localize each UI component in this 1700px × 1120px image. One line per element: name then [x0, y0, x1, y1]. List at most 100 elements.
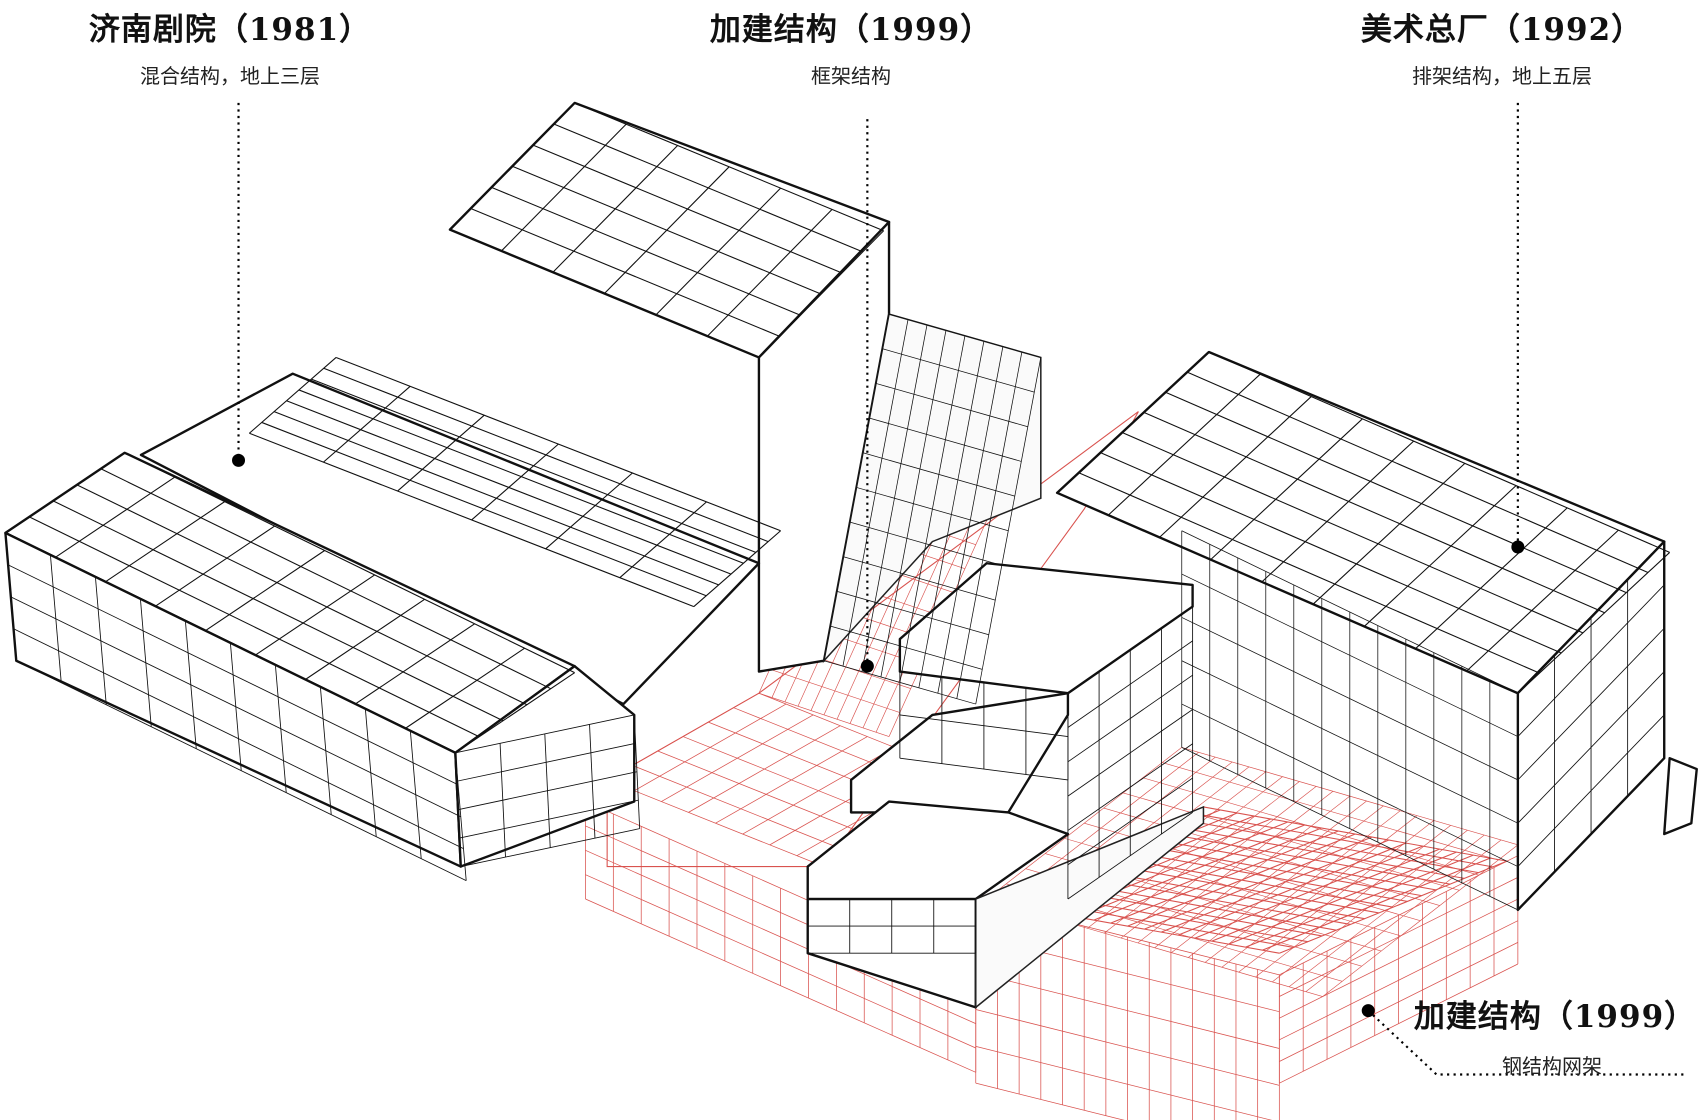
- red-facade-grid: [1279, 877, 1519, 997]
- steel-space-truss-grid: [1262, 857, 1491, 951]
- jinan-theater-roof-grid: [29, 516, 480, 738]
- frame-addition-grid: [823, 660, 976, 705]
- art-factory-roof-grid: [1312, 462, 1466, 605]
- frame-addition-grid: [888, 313, 1041, 358]
- art-factory-floor-lines: [1181, 573, 1519, 737]
- art-factory-roof-grid: [1056, 492, 1519, 694]
- jinan-theater-roof-grid: [55, 476, 175, 558]
- steel-space-truss-grid: [1279, 860, 1508, 954]
- theater-roof-ribs: [311, 378, 757, 553]
- frame-addition-grid: [856, 487, 1009, 532]
- steel-space-truss-grid: [1194, 845, 1423, 939]
- frame-addition-grid: [875, 383, 1028, 428]
- theater-roof-ribs: [323, 367, 769, 543]
- steel-space-truss-grid: [1076, 824, 1305, 918]
- frame-block-grid: [1067, 709, 1193, 797]
- theater-roof-ribs: [471, 443, 559, 521]
- jinan-theater-roof-grid: [155, 525, 275, 607]
- art-factory-roof-grid: [1186, 371, 1649, 574]
- frame-block-grid: [1067, 606, 1193, 694]
- theater-roof-ribs: [323, 385, 411, 463]
- frame-addition-grid: [836, 591, 989, 636]
- jinan-theater-roof-grid: [100, 468, 552, 690]
- art-factory-floor-lines: [1181, 530, 1519, 694]
- frame-block-grid: [1067, 743, 1193, 831]
- theater-roof-ribs: [249, 432, 695, 608]
- red-roof-grid: [758, 692, 890, 737]
- art-factory-roof-grid: [1517, 552, 1671, 694]
- red-facade-grid: [585, 898, 976, 1073]
- frame-addition-grid: [862, 452, 1015, 497]
- annotation-leaders: [232, 102, 1686, 1076]
- art-factory-floor-lines: [1181, 747, 1519, 911]
- art-factory-roof-grid: [1261, 440, 1415, 583]
- jinan-theater-facade-grid: [460, 828, 640, 867]
- art-factory-facade-grid: [1517, 627, 1665, 781]
- frame-block-grid: [899, 714, 1068, 737]
- theater-roof-ribs: [693, 530, 781, 607]
- jinan-theater-roof-grid: [455, 672, 575, 754]
- label-frame-addition-title: 加建结构（1999）: [709, 12, 993, 48]
- theater-roof-ribs: [261, 421, 707, 597]
- label-frame-addition-subtitle: 框架结构: [811, 64, 891, 88]
- art-factory-facade-grid: [1517, 757, 1665, 911]
- jinan-theater-roof-grid: [76, 484, 528, 706]
- red-facade-grid: [585, 849, 976, 1024]
- steel-space-truss-grid: [1110, 830, 1339, 924]
- jinan-theater-facade-grid: [457, 771, 638, 811]
- red-facade-grid: [1279, 898, 1519, 1019]
- frame-block-grid: [1067, 777, 1193, 866]
- jinan-theater-facade-grid: [459, 799, 639, 839]
- frame-block-grid: [899, 757, 1068, 781]
- frame-block-grid: [899, 671, 1068, 694]
- steel-space-truss-grid: [1161, 839, 1390, 933]
- steel-space-truss-grid: [1177, 842, 1407, 936]
- structural-grid-lines: [4, 102, 1671, 954]
- tall-block-roof-grid: [512, 165, 822, 295]
- theater-roof-ribs: [286, 400, 732, 575]
- art-factory-roof-grid: [1143, 411, 1605, 614]
- red-frame-grid: [632, 765, 850, 853]
- jinan-theater-facade-grid: [7, 564, 459, 786]
- tall-block-roof-grid: [553, 123, 864, 253]
- red-frame-grid: [657, 750, 875, 839]
- tall-block-roof-grid: [532, 144, 843, 274]
- art-factory-facade-grid: [1517, 671, 1665, 824]
- red-facade-grid: [1279, 920, 1519, 1041]
- theater-roof-ribs: [273, 411, 719, 586]
- red-facade-grid: [585, 874, 976, 1049]
- jinan-theater-facade-grid: [13, 628, 464, 850]
- art-factory-annex: [1663, 757, 1698, 836]
- red-facade-grid: [975, 1045, 1273, 1120]
- red-roof-grid: [769, 668, 900, 713]
- art-factory-roof-grid: [1208, 351, 1670, 553]
- theater-roof-ribs: [545, 472, 633, 550]
- jinan-theater-roof-grid: [255, 574, 375, 656]
- tall-block-roof-grid: [491, 186, 801, 316]
- art-factory-roof-grid: [1056, 351, 1210, 494]
- jinan-theater-roof-grid: [355, 623, 475, 705]
- theater-roof-ribs: [397, 414, 485, 492]
- frame-addition-grid: [849, 521, 1002, 566]
- label-art-factory-title: 美术总厂（1992）: [1360, 12, 1644, 48]
- red-facade-grid: [1279, 963, 1519, 1084]
- jinan-theater-roof-grid: [105, 501, 225, 583]
- label-art-factory-subtitle: 排架结构，地上五层: [1412, 64, 1592, 88]
- steel-space-truss-grid: [1245, 854, 1474, 948]
- leader-dot-steel-truss: [1361, 1004, 1375, 1018]
- art-factory-roof-grid: [1121, 431, 1584, 634]
- art-factory-roof-grid: [1107, 373, 1261, 516]
- steel-space-truss-grid: [1211, 848, 1440, 942]
- leader-dot-art-factory: [1511, 540, 1525, 554]
- art-factory-facade-grid: [1517, 541, 1665, 694]
- jinan-theater-facade-grid: [455, 714, 635, 754]
- red-frame-grid: [607, 779, 825, 867]
- art-factory-roof-grid: [1363, 485, 1517, 627]
- frame-addition-grid: [843, 556, 996, 601]
- jinan-theater-roof-grid: [205, 550, 325, 632]
- leader-dot-frame-addition: [860, 659, 874, 673]
- steel-space-truss-grid: [1123, 792, 1460, 891]
- jinan-theater-roof-grid: [52, 500, 504, 722]
